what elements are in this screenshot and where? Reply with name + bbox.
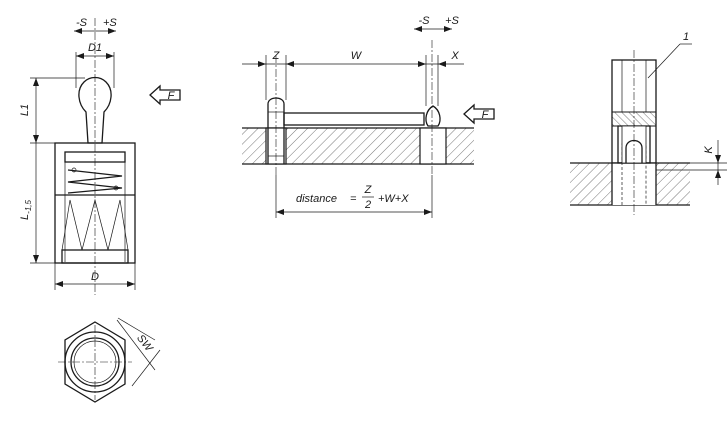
spring — [67, 169, 123, 194]
dim-minus-s-2: -S — [419, 15, 431, 27]
detail-view: K 1 — [570, 31, 727, 215]
dim-l1: L1 — [19, 104, 31, 116]
dim-x: X — [450, 50, 459, 62]
dim-w: W — [351, 50, 363, 62]
force-label: F — [168, 90, 176, 102]
distance-eq: = — [350, 193, 357, 205]
force-arrow — [149, 84, 181, 106]
hex-outline — [64, 321, 126, 403]
plunger-top-view: SW — [58, 317, 161, 403]
dim-k: K — [703, 146, 715, 154]
distance-plus-wx: +W+X — [378, 193, 409, 205]
plunger-side-view: L1 L-1,5 D D1 -S +S F — [19, 17, 181, 295]
distance-denominator: 2 — [364, 199, 371, 211]
dim-plus-s-2: +S — [445, 15, 459, 27]
knob — [78, 76, 112, 144]
dim-d: D — [91, 271, 99, 283]
part-number-1: 1 — [683, 31, 689, 43]
hole-right — [419, 127, 447, 165]
pin-right-knob — [425, 105, 441, 127]
thread-end — [61, 249, 129, 264]
force-arrow-2 — [463, 103, 495, 125]
installation-view: Z W X -S +S F distance = Z 2 +W+X — [242, 15, 495, 218]
connecting-bar — [283, 112, 425, 126]
dim-l: L-1,5 — [19, 200, 33, 220]
dim-sw: SW — [134, 332, 155, 355]
dim-minus-s: -S — [76, 17, 88, 29]
dim-plus-s: +S — [103, 17, 117, 29]
distance-label: distance — [296, 193, 337, 205]
force-label-2: F — [482, 109, 490, 121]
dim-d1: D1 — [88, 42, 102, 54]
distance-numerator: Z — [364, 184, 373, 196]
dim-z: Z — [272, 50, 281, 62]
